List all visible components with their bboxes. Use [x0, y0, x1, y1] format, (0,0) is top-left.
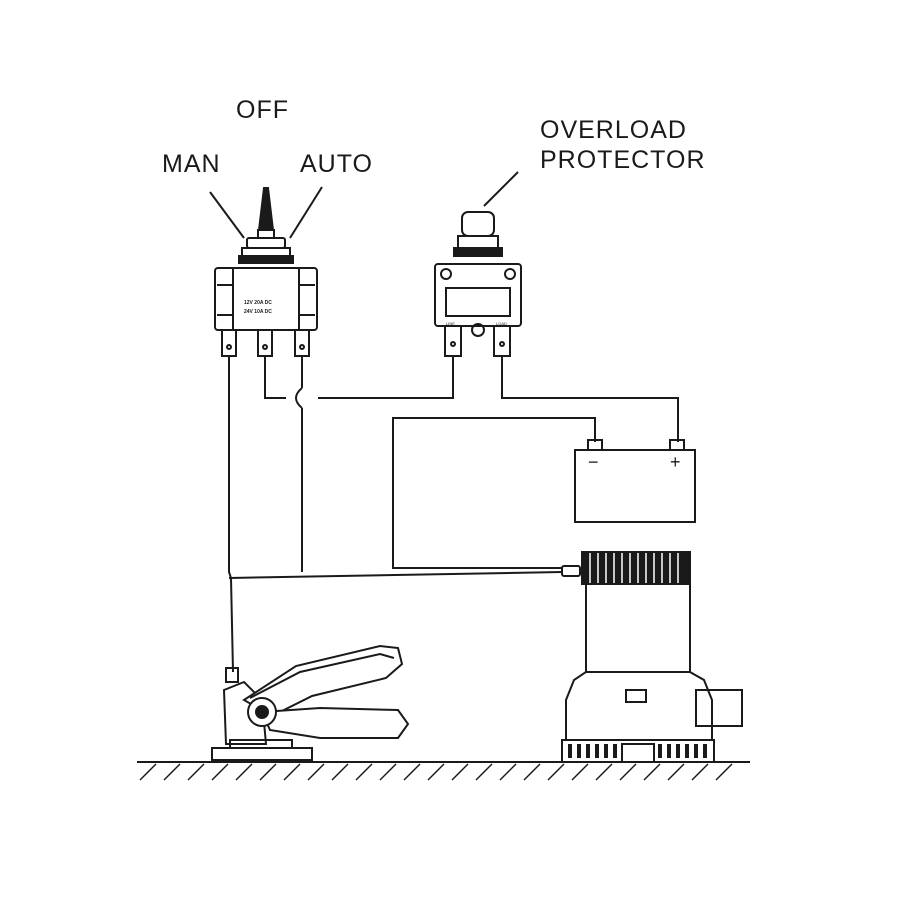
man-leader-line — [209, 191, 245, 239]
battery-positive-label: + — [670, 452, 681, 472]
wire-breaker-to-battery-pos — [501, 357, 679, 442]
circuit-breaker-icon — [434, 211, 522, 357]
wire-switch-to-breaker — [264, 357, 286, 399]
switch-rating-line1: 12V 20A DC — [244, 300, 272, 306]
float-switch-icon — [211, 644, 410, 761]
battery-negative-label: − — [588, 452, 599, 472]
off-label: OFF — [236, 96, 289, 124]
auto-leader-line — [289, 186, 323, 239]
wires — [228, 357, 679, 673]
battery-icon — [574, 439, 696, 523]
wire-switch-to-breaker-b — [318, 357, 454, 399]
breaker-load-terminal-label: LOAD — [496, 321, 507, 326]
bilge-pump-icon — [561, 551, 743, 763]
overload-label-line2: PROTECTOR — [540, 146, 706, 174]
wire-crossover-hop — [295, 387, 303, 409]
auto-label: AUTO — [300, 150, 373, 178]
wire-switch-to-float — [228, 357, 234, 673]
wire-battery-neg-to-pump — [392, 417, 596, 569]
toggle-switch-icon — [214, 187, 318, 357]
ground-surface — [137, 761, 750, 781]
switch-rating-line2: 24V 10A DC — [244, 309, 272, 315]
man-label: MAN — [162, 150, 221, 178]
overload-label-line1: OVERLOAD — [540, 116, 687, 144]
overload-leader-line — [483, 171, 519, 207]
wire-pump-to-float — [228, 571, 563, 579]
breaker-line-terminal-label: LINE — [446, 321, 455, 326]
